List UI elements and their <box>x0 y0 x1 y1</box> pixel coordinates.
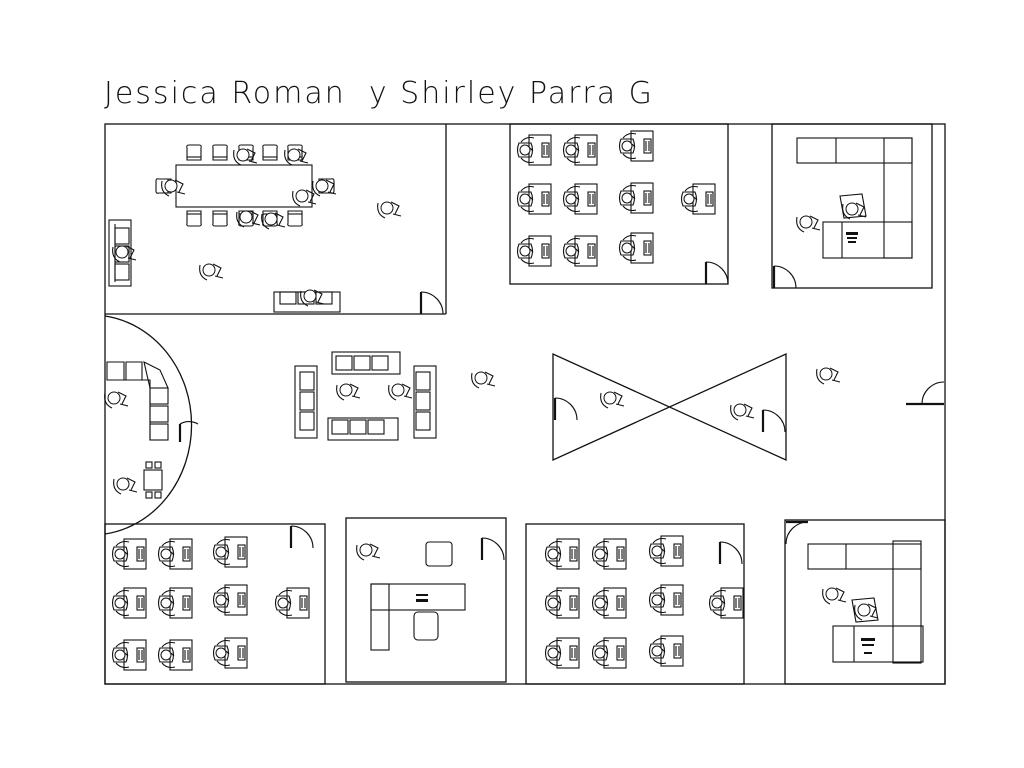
sofa-left <box>108 219 132 287</box>
outer-wall <box>104 123 946 685</box>
reception-lounge <box>104 315 199 535</box>
office-bottom-right <box>784 519 946 685</box>
office-bottom-center <box>345 517 507 683</box>
workstations-top <box>509 123 730 286</box>
central-lobby <box>552 352 945 462</box>
conference-table <box>175 164 313 208</box>
plan-title: Jessica Roman y Shirley Parra G <box>104 76 654 111</box>
workstations-bottom-left <box>104 523 326 685</box>
side-table <box>143 469 163 491</box>
office-top-right <box>771 123 933 290</box>
meeting-room <box>105 124 447 316</box>
central-lounge <box>294 351 496 441</box>
workstations-bottom-center <box>525 523 745 685</box>
